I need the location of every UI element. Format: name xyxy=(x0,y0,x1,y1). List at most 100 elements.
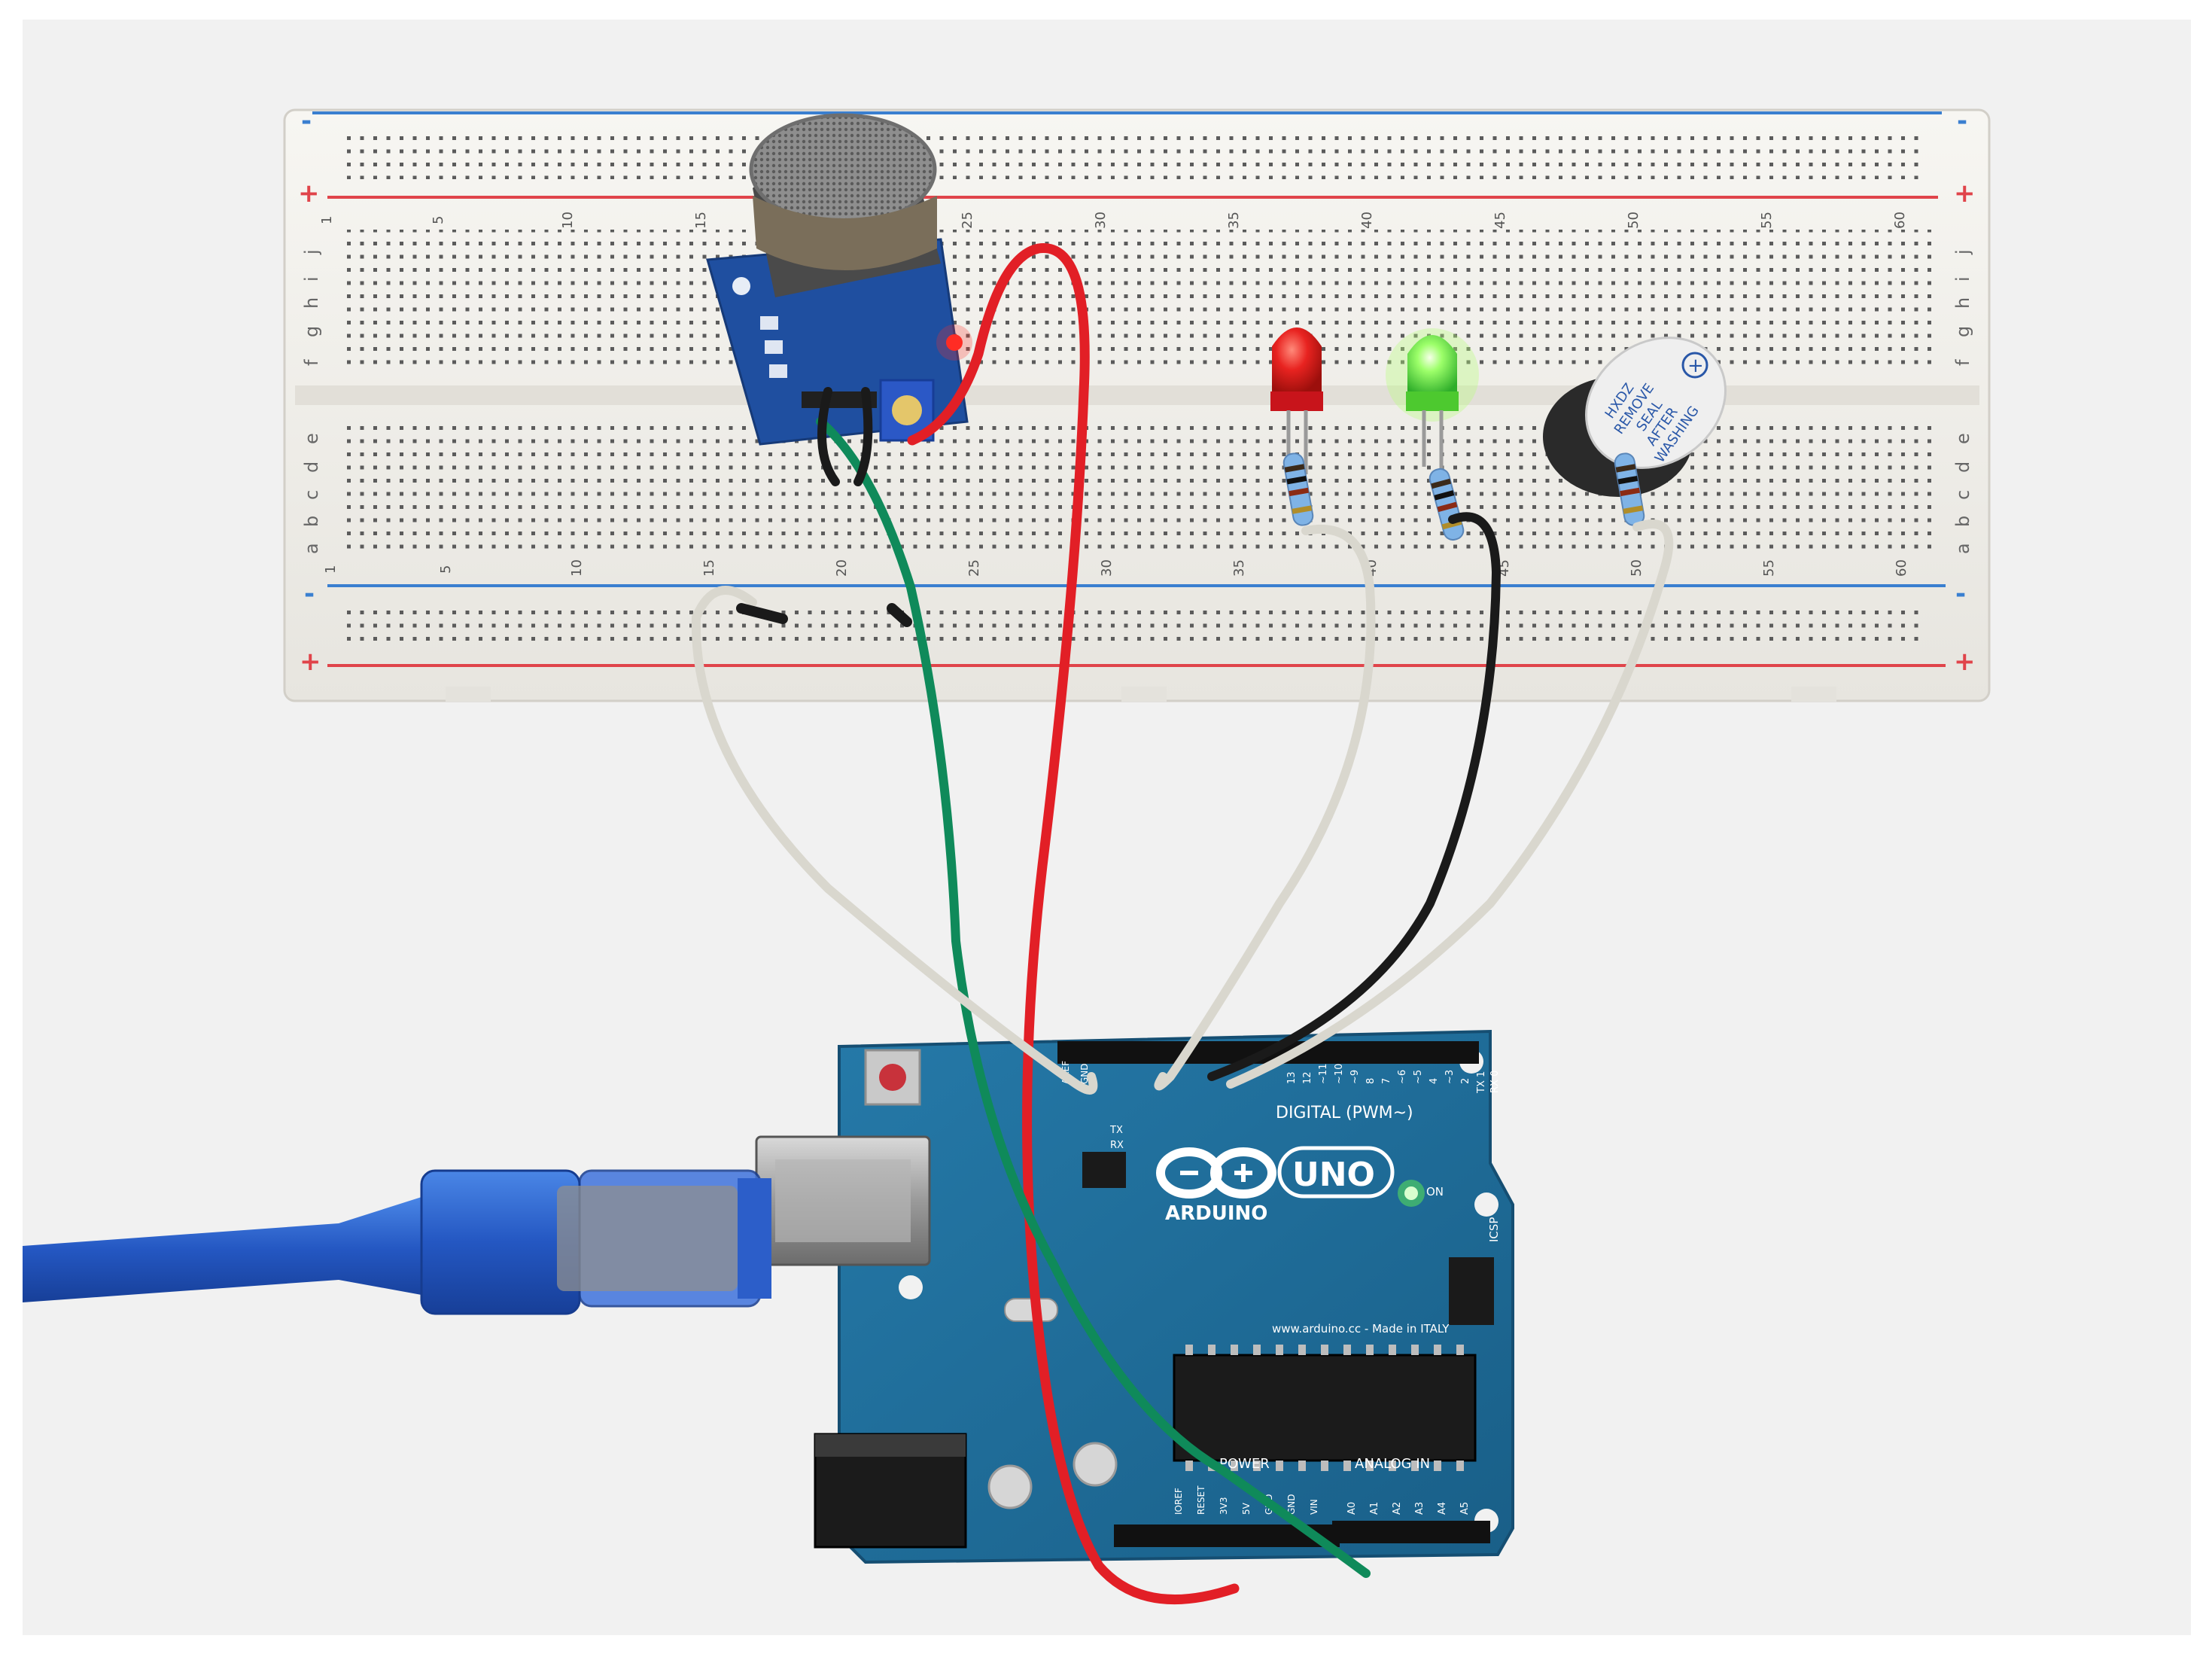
col-num: 30 xyxy=(1093,212,1109,229)
col-num: 30 xyxy=(1099,559,1115,577)
uno-label: UNO xyxy=(1292,1156,1375,1194)
column-numbers-bottom: 1 5 10 15 20 25 30 35 40 45 50 55 60 xyxy=(323,559,1909,577)
analog-pin-label: A2 xyxy=(1392,1502,1403,1515)
analog-header xyxy=(1332,1521,1490,1543)
row-letters-right: j i h g f e d c b a xyxy=(1952,249,1973,554)
analog-pin-label: A1 xyxy=(1369,1502,1380,1515)
resistor-1 xyxy=(1282,452,1314,526)
row-letter: g xyxy=(301,326,322,337)
atmega-chip xyxy=(1173,1354,1477,1462)
gas-sensor-module xyxy=(706,113,972,446)
col-num: 50 xyxy=(1626,212,1642,229)
analog-label: ANALOG IN xyxy=(1355,1456,1430,1472)
digital-pin-label: ~9 xyxy=(1349,1070,1361,1084)
col-num: 5 xyxy=(431,216,446,224)
row-letter: f xyxy=(1952,359,1973,366)
row-letter: h xyxy=(301,297,322,309)
sensor-black-wire-2 xyxy=(853,387,873,486)
digital-pin-label: ~5 xyxy=(1413,1070,1424,1084)
col-num: 20 xyxy=(834,559,850,577)
row-letter: h xyxy=(1952,297,1973,309)
rail-minus-top-left: - xyxy=(301,106,312,136)
analog-pin-label: A0 xyxy=(1346,1502,1358,1515)
arduino-brand: ARDUINO xyxy=(1165,1202,1267,1225)
col-num: 1 xyxy=(323,565,339,574)
digital-pin-label: RX 0 xyxy=(1489,1071,1501,1093)
rail-plus-bottom-right: + xyxy=(1954,647,1976,677)
short-black-jumper xyxy=(736,603,788,624)
digital-pin-label: 8 xyxy=(1365,1078,1377,1084)
row-letter: f xyxy=(301,359,322,366)
power-label: POWER xyxy=(1219,1456,1270,1472)
rail-plus-bottom-left: + xyxy=(300,647,321,677)
digital-pin-label: 13 xyxy=(1286,1071,1298,1084)
gnd-label: GND xyxy=(1079,1063,1090,1084)
col-num: 1 xyxy=(319,216,335,224)
row-letter: j xyxy=(1952,249,1973,255)
power-pin-label: 3V3 xyxy=(1219,1497,1229,1515)
digital-pin-label: TX 1 xyxy=(1476,1071,1487,1094)
jumper-wires xyxy=(691,243,1674,1604)
sensor-power-led xyxy=(946,334,963,351)
row-letters-left: j i h g f e d c b a xyxy=(301,249,322,554)
row-letter: e xyxy=(301,433,322,444)
row-letter: i xyxy=(1952,276,1973,282)
digital-pin-label: 12 xyxy=(1302,1071,1313,1084)
row-letter: d xyxy=(1952,461,1973,473)
col-num: 10 xyxy=(560,212,576,229)
row-letter: a xyxy=(1952,543,1973,554)
col-num: 55 xyxy=(1759,212,1775,229)
rx-label: RX xyxy=(1110,1140,1124,1151)
red-wire xyxy=(907,243,1240,1604)
power-pin-label: RESET xyxy=(1196,1485,1206,1515)
icsp-label: ICSP xyxy=(1487,1217,1501,1242)
digital-pin-label: ~10 xyxy=(1334,1064,1345,1084)
breadboard: - + - + - + - + 1 5 10 15 20 25 30 35 40… xyxy=(283,106,1991,702)
black-wire-green-led xyxy=(1207,512,1502,1081)
uno-badge xyxy=(1277,1146,1395,1199)
analog-pin-label: A3 xyxy=(1414,1502,1425,1515)
website-text: www.arduino.cc - Made in ITALY xyxy=(1272,1322,1450,1336)
col-num: 15 xyxy=(693,212,709,229)
col-num: 35 xyxy=(1226,212,1242,229)
col-num: 25 xyxy=(960,212,975,229)
green-led xyxy=(1386,328,1479,474)
power-pin-label: 5V xyxy=(1241,1502,1252,1515)
short-black-jumper xyxy=(887,603,912,627)
col-num: 35 xyxy=(1231,559,1247,577)
col-num: 60 xyxy=(1894,559,1909,577)
col-num: 50 xyxy=(1629,559,1645,577)
row-letter: c xyxy=(301,490,322,500)
row-letter: a xyxy=(301,543,322,554)
row-letter: e xyxy=(1952,433,1973,444)
arduino-logo xyxy=(1156,1147,1276,1199)
digital-pin-label: ~3 xyxy=(1444,1070,1456,1084)
on-label: ON xyxy=(1426,1185,1444,1199)
tx-label: TX xyxy=(1109,1125,1123,1136)
power-pin-label: IOREF xyxy=(1173,1488,1184,1515)
rail-minus-bottom-left: - xyxy=(304,579,315,609)
digital-pin-label: 7 xyxy=(1381,1078,1392,1084)
rail-plus-top-left: + xyxy=(298,178,320,209)
rail-plus-top-right: + xyxy=(1954,178,1976,209)
analog-pin-label: A5 xyxy=(1459,1502,1471,1515)
rail-minus-top-right: - xyxy=(1957,106,1967,136)
buzzer-polarity-mark: + xyxy=(1687,355,1704,377)
col-num: 15 xyxy=(701,559,717,577)
row-letter: d xyxy=(301,461,322,473)
col-num: 25 xyxy=(966,559,982,577)
row-letter: i xyxy=(301,276,322,282)
digital-label: DIGITAL (PWM~) xyxy=(1276,1104,1413,1122)
white-wire-buzzer xyxy=(1226,519,1674,1089)
usb-cable xyxy=(23,1169,771,1315)
row-letter: g xyxy=(1952,326,1973,337)
white-wire-gnd xyxy=(691,586,1098,1095)
row-letter: j xyxy=(301,249,322,255)
digital-pin-label: 2 xyxy=(1460,1078,1471,1084)
col-num: 45 xyxy=(1492,212,1508,229)
icsp-header xyxy=(1449,1257,1494,1325)
col-num: 55 xyxy=(1761,559,1777,577)
power-pin-label: VIN xyxy=(1309,1499,1319,1515)
col-num: 10 xyxy=(569,559,585,577)
